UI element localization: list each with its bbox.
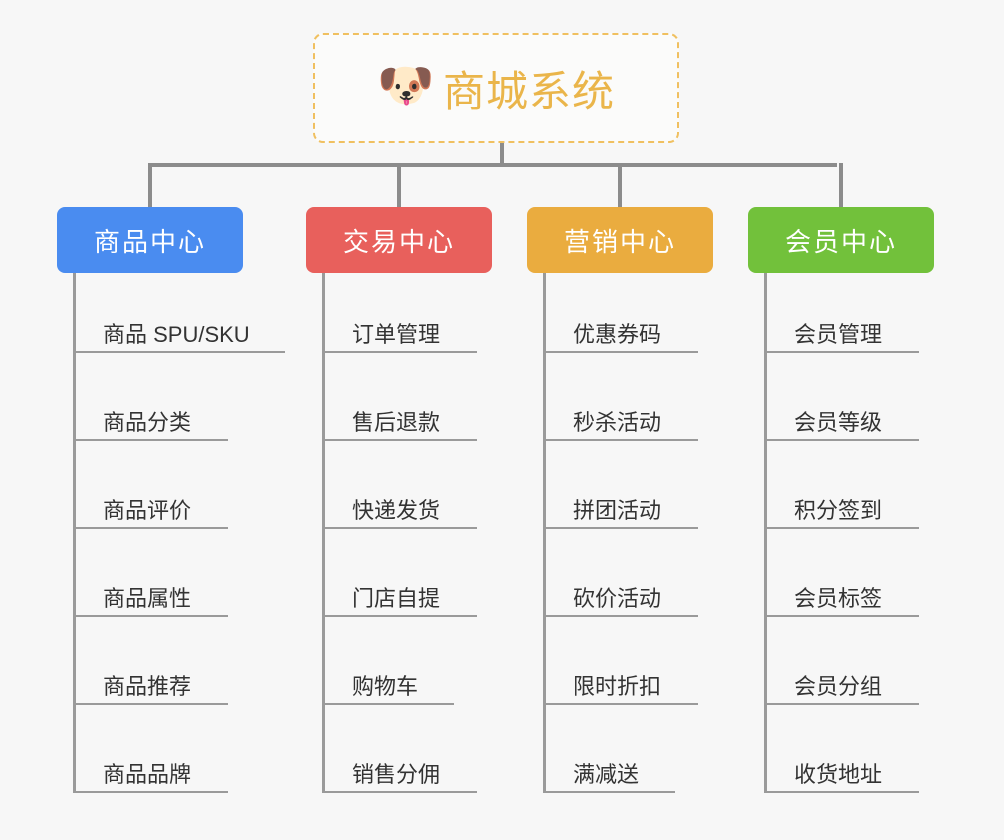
leaf-spine: [543, 273, 546, 793]
leaf-item[interactable]: 会员分组: [764, 625, 919, 705]
leaf-item[interactable]: 会员标签: [764, 537, 919, 617]
category-box-trade-center[interactable]: 交易中心: [306, 207, 492, 273]
leaf-item[interactable]: 商品分类: [73, 361, 228, 441]
category-label: 会员中心: [784, 226, 897, 257]
leaf-item-label: 优惠券码: [573, 321, 662, 347]
leaf-item-label: 商品分类: [103, 409, 192, 435]
leaf-item-label: 会员等级: [794, 409, 883, 435]
leaf-item-label: 销售分佣: [352, 761, 441, 787]
category-box-marketing-center[interactable]: 营销中心: [527, 207, 713, 273]
category-label: 商品中心: [93, 226, 206, 257]
leaf-item-label: 满减送: [573, 761, 640, 787]
root-title: 商城系统: [442, 67, 615, 115]
leaf-item-label: 购物车: [352, 673, 419, 699]
connector-drop-product-center: [148, 163, 152, 207]
leaf-item-label: 快递发货: [352, 497, 441, 523]
leaf-item[interactable]: 门店自提: [322, 537, 477, 617]
connector-drop-marketing-center: [618, 163, 622, 207]
leaf-item-label: 限时折扣: [573, 673, 662, 699]
leaf-item-label: 会员标签: [794, 585, 883, 611]
leaf-item[interactable]: 快递发货: [322, 449, 477, 529]
leaf-item[interactable]: 限时折扣: [543, 625, 698, 705]
leaf-item[interactable]: 会员等级: [764, 361, 919, 441]
connector-drop-member-center: [839, 163, 843, 207]
leaf-item[interactable]: 订单管理: [322, 273, 477, 353]
leaf-item-label: 商品属性: [103, 585, 192, 611]
leaf-item[interactable]: 购物车: [322, 625, 454, 705]
leaf-item-label: 门店自提: [352, 585, 441, 611]
leaf-item[interactable]: 商品推荐: [73, 625, 228, 705]
leaf-item-label: 积分签到: [794, 497, 883, 523]
leaf-spine: [764, 273, 767, 793]
connector-drop-trade-center: [397, 163, 401, 207]
dog-face-icon: 🐶: [376, 59, 435, 111]
leaf-item-label: 商品推荐: [103, 673, 192, 699]
connector-trunk: [500, 143, 504, 167]
leaf-item[interactable]: 满减送: [543, 713, 675, 793]
leaf-item-label: 商品评价: [103, 497, 192, 523]
leaf-spine: [322, 273, 325, 793]
category-box-product-center[interactable]: 商品中心: [57, 207, 243, 273]
leaf-item[interactable]: 砍价活动: [543, 537, 698, 617]
leaf-item[interactable]: 积分签到: [764, 449, 919, 529]
leaf-item-label: 售后退款: [352, 409, 441, 435]
leaf-item[interactable]: 拼团活动: [543, 449, 698, 529]
leaf-item-label: 商品品牌: [103, 761, 192, 787]
leaf-item[interactable]: 商品属性: [73, 537, 228, 617]
category-label: 交易中心: [342, 226, 455, 257]
leaf-item[interactable]: 收货地址: [764, 713, 919, 793]
leaf-item-label: 会员管理: [794, 321, 883, 347]
leaf-item[interactable]: 售后退款: [322, 361, 477, 441]
leaf-item-label: 订单管理: [352, 321, 441, 347]
leaf-item-label: 秒杀活动: [573, 409, 662, 435]
leaf-item-label: 砍价活动: [573, 585, 662, 611]
connector-bus: [150, 163, 837, 167]
leaf-item[interactable]: 秒杀活动: [543, 361, 698, 441]
leaf-item[interactable]: 商品 SPU/SKU: [73, 273, 285, 353]
leaf-item[interactable]: 优惠券码: [543, 273, 698, 353]
leaf-spine: [73, 273, 76, 793]
leaf-item[interactable]: 销售分佣: [322, 713, 477, 793]
category-box-member-center[interactable]: 会员中心: [748, 207, 934, 273]
leaf-item-label: 会员分组: [794, 673, 883, 699]
category-label: 营销中心: [563, 226, 676, 257]
leaf-item[interactable]: 会员管理: [764, 273, 919, 353]
leaf-item[interactable]: 商品品牌: [73, 713, 228, 793]
leaf-item-label: 收货地址: [794, 761, 883, 787]
leaf-item-label: 商品 SPU/SKU: [103, 321, 250, 347]
leaf-item[interactable]: 商品评价: [73, 449, 228, 529]
leaf-item-label: 拼团活动: [573, 497, 662, 523]
root-node[interactable]: 🐶 商城系统: [313, 33, 679, 143]
